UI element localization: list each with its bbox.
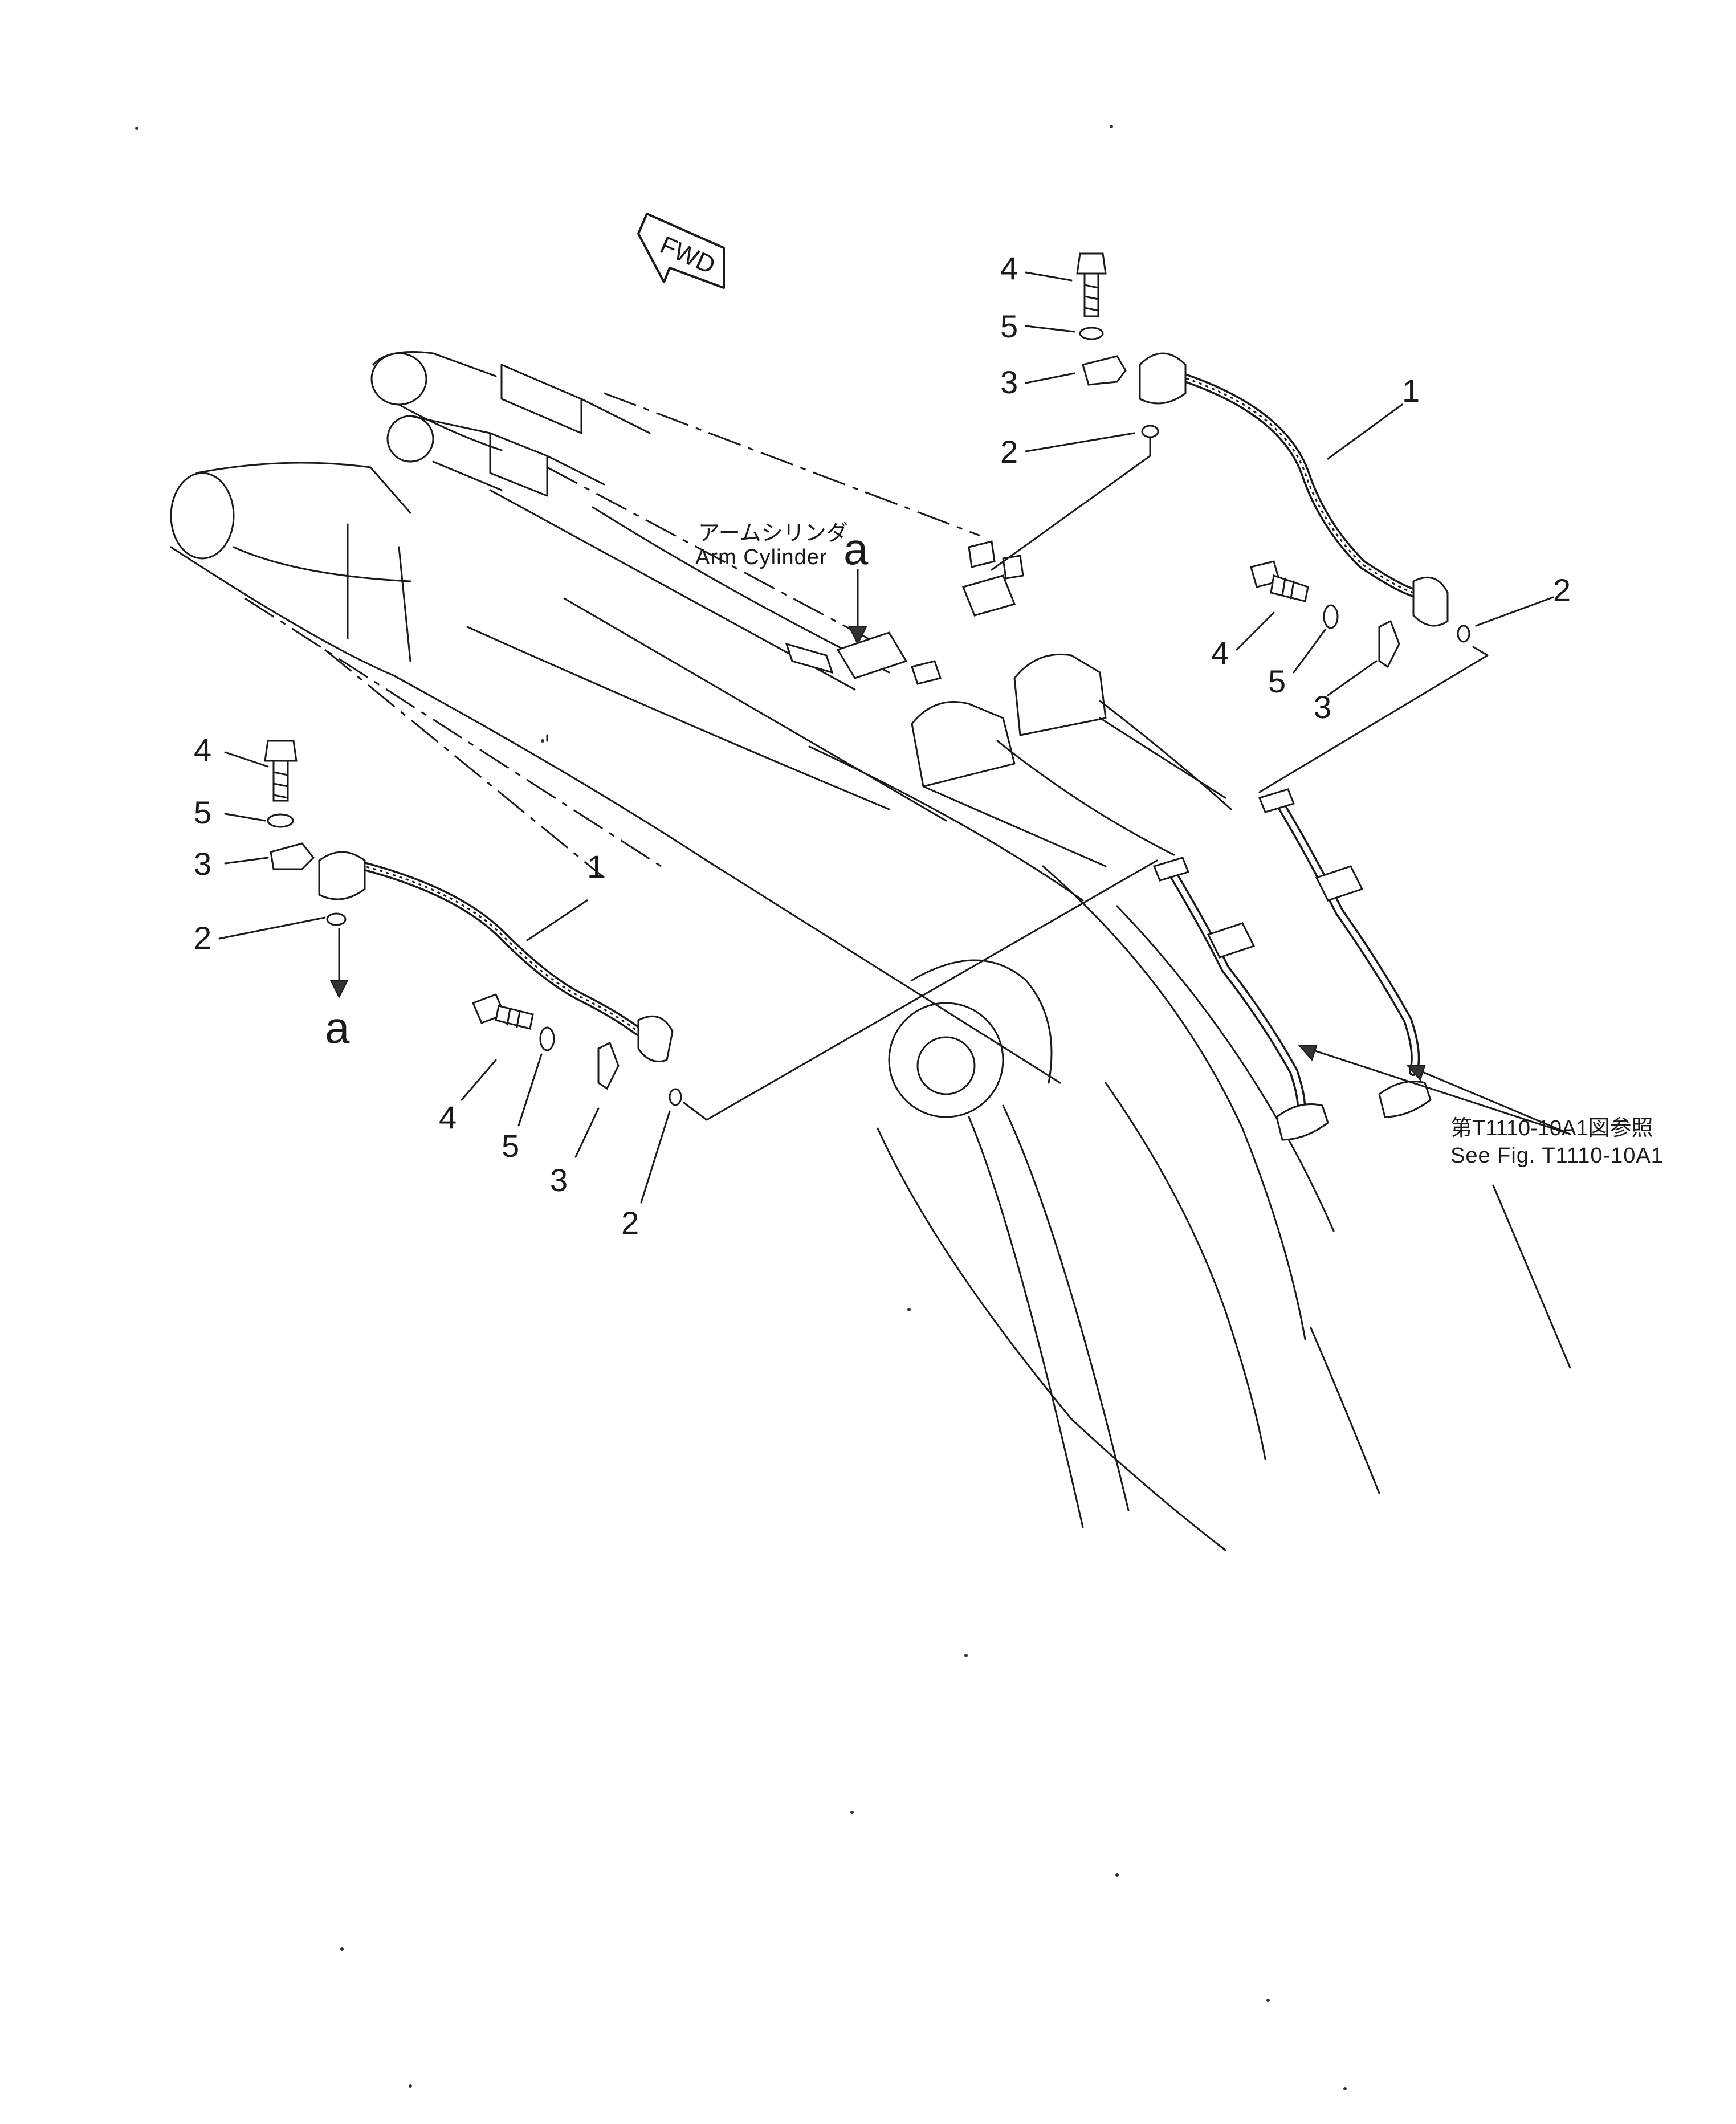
callout-2-left: 2 (194, 920, 211, 956)
callout-3-left: 3 (194, 846, 211, 882)
washer-bottom (539, 1026, 555, 1051)
callout-5-left: 5 (194, 794, 211, 830)
see-fig-label-ja: 第T1110-10A1図参照 (1450, 1116, 1653, 1140)
callout-numbers-top: 4 5 3 2 1 (1000, 250, 1420, 470)
callout-4-top: 4 (1000, 250, 1018, 286)
callout-leaders (218, 271, 1571, 1369)
callout-numbers-left: 4 5 3 2 1 (194, 732, 605, 956)
split-flange-left (270, 842, 315, 870)
washer-top-right (1323, 604, 1339, 629)
callout-numbers-top-right: 4 5 3 2 (1211, 572, 1571, 725)
boom-structure (170, 351, 1380, 1551)
arm-cylinder-label-en: Arm Cylinder (695, 545, 828, 569)
flange-block-lower (785, 631, 942, 685)
callout-3-top-right: 3 (1314, 689, 1331, 725)
reference-label-left: a (325, 1002, 350, 1053)
split-flange-top (1082, 355, 1127, 386)
forward-direction-arrow: FWD (637, 213, 725, 289)
callout-1-left: 1 (587, 849, 605, 884)
washer-top (1079, 327, 1104, 340)
reference-label-arm: a (843, 524, 869, 574)
bolt-bottom (472, 993, 534, 1030)
callout-5-top-right: 5 (1268, 663, 1286, 699)
pipe-lower (1152, 857, 1329, 1141)
callout-2-bottom: 2 (621, 1205, 639, 1241)
callout-2-top-right: 2 (1553, 572, 1571, 608)
hose-top (1139, 352, 1449, 627)
hose-left (318, 851, 674, 1062)
see-fig-label-en: See Fig. T1110-10A1 (1450, 1144, 1664, 1168)
o-ring-left (326, 912, 347, 926)
washer-left (267, 813, 294, 828)
callout-4-bottom: 4 (439, 1099, 457, 1135)
flange-block-upper (961, 540, 1024, 617)
bolt-top (1076, 252, 1107, 317)
callout-5-top: 5 (1000, 308, 1018, 344)
bolt-left (264, 740, 298, 802)
arm-cylinder-label-ja: アームシリンダ (698, 521, 848, 545)
o-ring-top (1141, 425, 1159, 438)
bolt-top-right (1250, 560, 1309, 602)
callout-3-top: 3 (1000, 364, 1018, 400)
pipe-right (1258, 788, 1432, 1118)
split-flange-top-right (1378, 619, 1400, 668)
o-ring-top-right (1457, 625, 1470, 643)
callout-2-top: 2 (1000, 434, 1018, 470)
callout-1-top: 1 (1402, 373, 1420, 409)
fwd-label: FWD (656, 231, 719, 280)
callout-4-top-right: 4 (1211, 635, 1229, 671)
callout-5-bottom: 5 (502, 1128, 519, 1164)
assembly-lines (244, 392, 981, 879)
split-flange-bottom (597, 1041, 620, 1090)
callout-4-left: 4 (194, 732, 211, 768)
o-ring-bottom (669, 1088, 682, 1106)
callout-3-bottom: 3 (550, 1162, 568, 1198)
scan-specks (135, 125, 1347, 2090)
callout-numbers-bottom: 4 5 3 2 (439, 1099, 639, 1241)
